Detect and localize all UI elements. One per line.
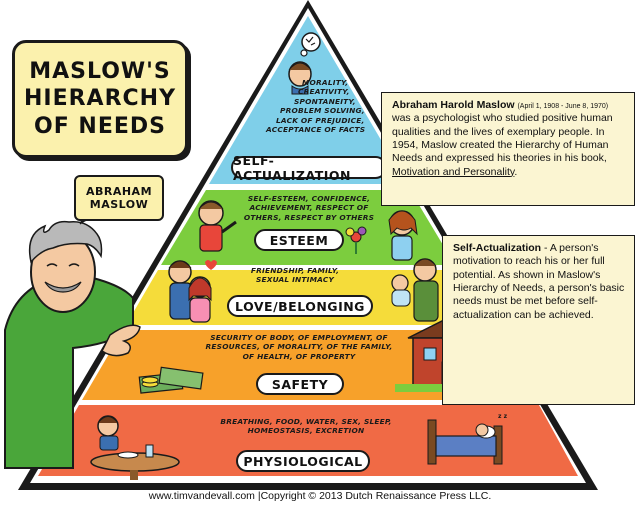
maslow-bio-end: .: [514, 165, 518, 178]
tier-item: LACK OF PREJUDICE,: [276, 115, 365, 125]
tier-label-physiological: PHYSIOLOGICAL: [236, 450, 370, 472]
abraham-label-line-2: MASLOW: [89, 198, 149, 211]
self-actualization-info-panel: Self-Actualization - A person's motivati…: [442, 235, 635, 405]
tier-item: SEXUAL INTIMACY: [255, 275, 335, 285]
abraham-label-line-1: ABRAHAM: [85, 185, 153, 198]
tier-label-safety: SAFETY: [256, 373, 344, 395]
maslow-bio: was a psychologist who studied positive …: [392, 112, 613, 165]
title-panel: MASLOW'S HIERARCHY OF NEEDS: [12, 40, 188, 158]
tier-label-self-actualization: SELF-ACTUALIZATION: [231, 153, 387, 183]
zzz-glyph: z z: [498, 413, 508, 420]
tier-item: SECURITY OF BODY, OF EMPLOYMENT, OF: [210, 333, 388, 342]
tier-self-actualization-text: MORALITY, CREATIVITY, SPONTANEITY, PROBL…: [262, 78, 382, 135]
tier-item: MORALITY,: [302, 78, 349, 87]
tier-self-actualization-band: [209, 16, 407, 184]
title-line-2: HIERARCHY: [23, 86, 177, 112]
tier-item: OF HEALTH, OF PROPERTY: [242, 351, 356, 361]
physiological-illustration: z z: [90, 413, 508, 480]
tier-esteem-text: SELF-ESTEEM, CONFIDENCE, ACHIEVEMENT, RE…: [226, 194, 392, 222]
maslow-dates: (April 1, 1908 - June 8, 1970): [517, 103, 609, 110]
self-actualization-definition: - A person's motivation to reach his or …: [453, 242, 625, 321]
copyright-footer: www.timvandevall.com |Copyright © 2013 D…: [148, 490, 492, 502]
tier-item: ACHIEVEMENT, RESPECT OF: [249, 203, 369, 213]
self-actualization-term: Self-Actualization: [453, 242, 542, 254]
esteem-illustration: [198, 200, 418, 261]
title-line-1: MASLOW'S: [29, 58, 171, 84]
tier-item: BREATHING, FOOD, WATER, SEX, SLEEP,: [220, 417, 392, 426]
maslow-info-panel: Abraham Harold Maslow (April 1, 1908 - J…: [381, 92, 635, 206]
tier-item: SPONTANEITY,: [294, 96, 356, 106]
maslow-book-title: Motivation and Personality: [392, 165, 515, 178]
tier-physiological-text: BREATHING, FOOD, WATER, SEX, SLEEP, HOME…: [190, 417, 422, 436]
title-line-3: OF NEEDS: [34, 113, 166, 139]
tier-love-text: FRIENDSHIP, FAMILY, SEXUAL INTIMACY: [240, 266, 350, 285]
abraham-maslow-label: ABRAHAM MASLOW: [74, 175, 164, 221]
tier-item: OTHERS, RESPECT BY OTHERS: [243, 212, 375, 222]
maslow-portrait: [4, 193, 141, 469]
tier-label-esteem: ESTEEM: [254, 229, 344, 251]
love-illustration: [168, 258, 439, 323]
tier-safety-text: SECURITY OF BODY, OF EMPLOYMENT, OF RESO…: [178, 333, 420, 361]
tier-item: CREATIVITY,: [298, 87, 350, 97]
tier-item: FRIENDSHIP, FAMILY,: [250, 266, 340, 275]
tier-item: PROBLEM SOLVING,: [280, 106, 365, 116]
tier-item: SELF-ESTEEM, CONFIDENCE,: [247, 194, 371, 203]
tier-esteem-band: [161, 190, 455, 265]
tier-item: ACCEPTANCE OF FACTS: [266, 125, 366, 135]
thinker-illustration: [288, 32, 321, 95]
tier-item: RESOURCES, OF MORALITY, OF THE FAMILY,: [205, 342, 393, 352]
tier-item: HOMEOSTASIS, EXCRETION: [247, 426, 365, 436]
tier-label-love-belonging: LOVE/BELONGING: [227, 295, 373, 317]
maslow-name: Abraham Harold Maslow: [392, 99, 515, 111]
